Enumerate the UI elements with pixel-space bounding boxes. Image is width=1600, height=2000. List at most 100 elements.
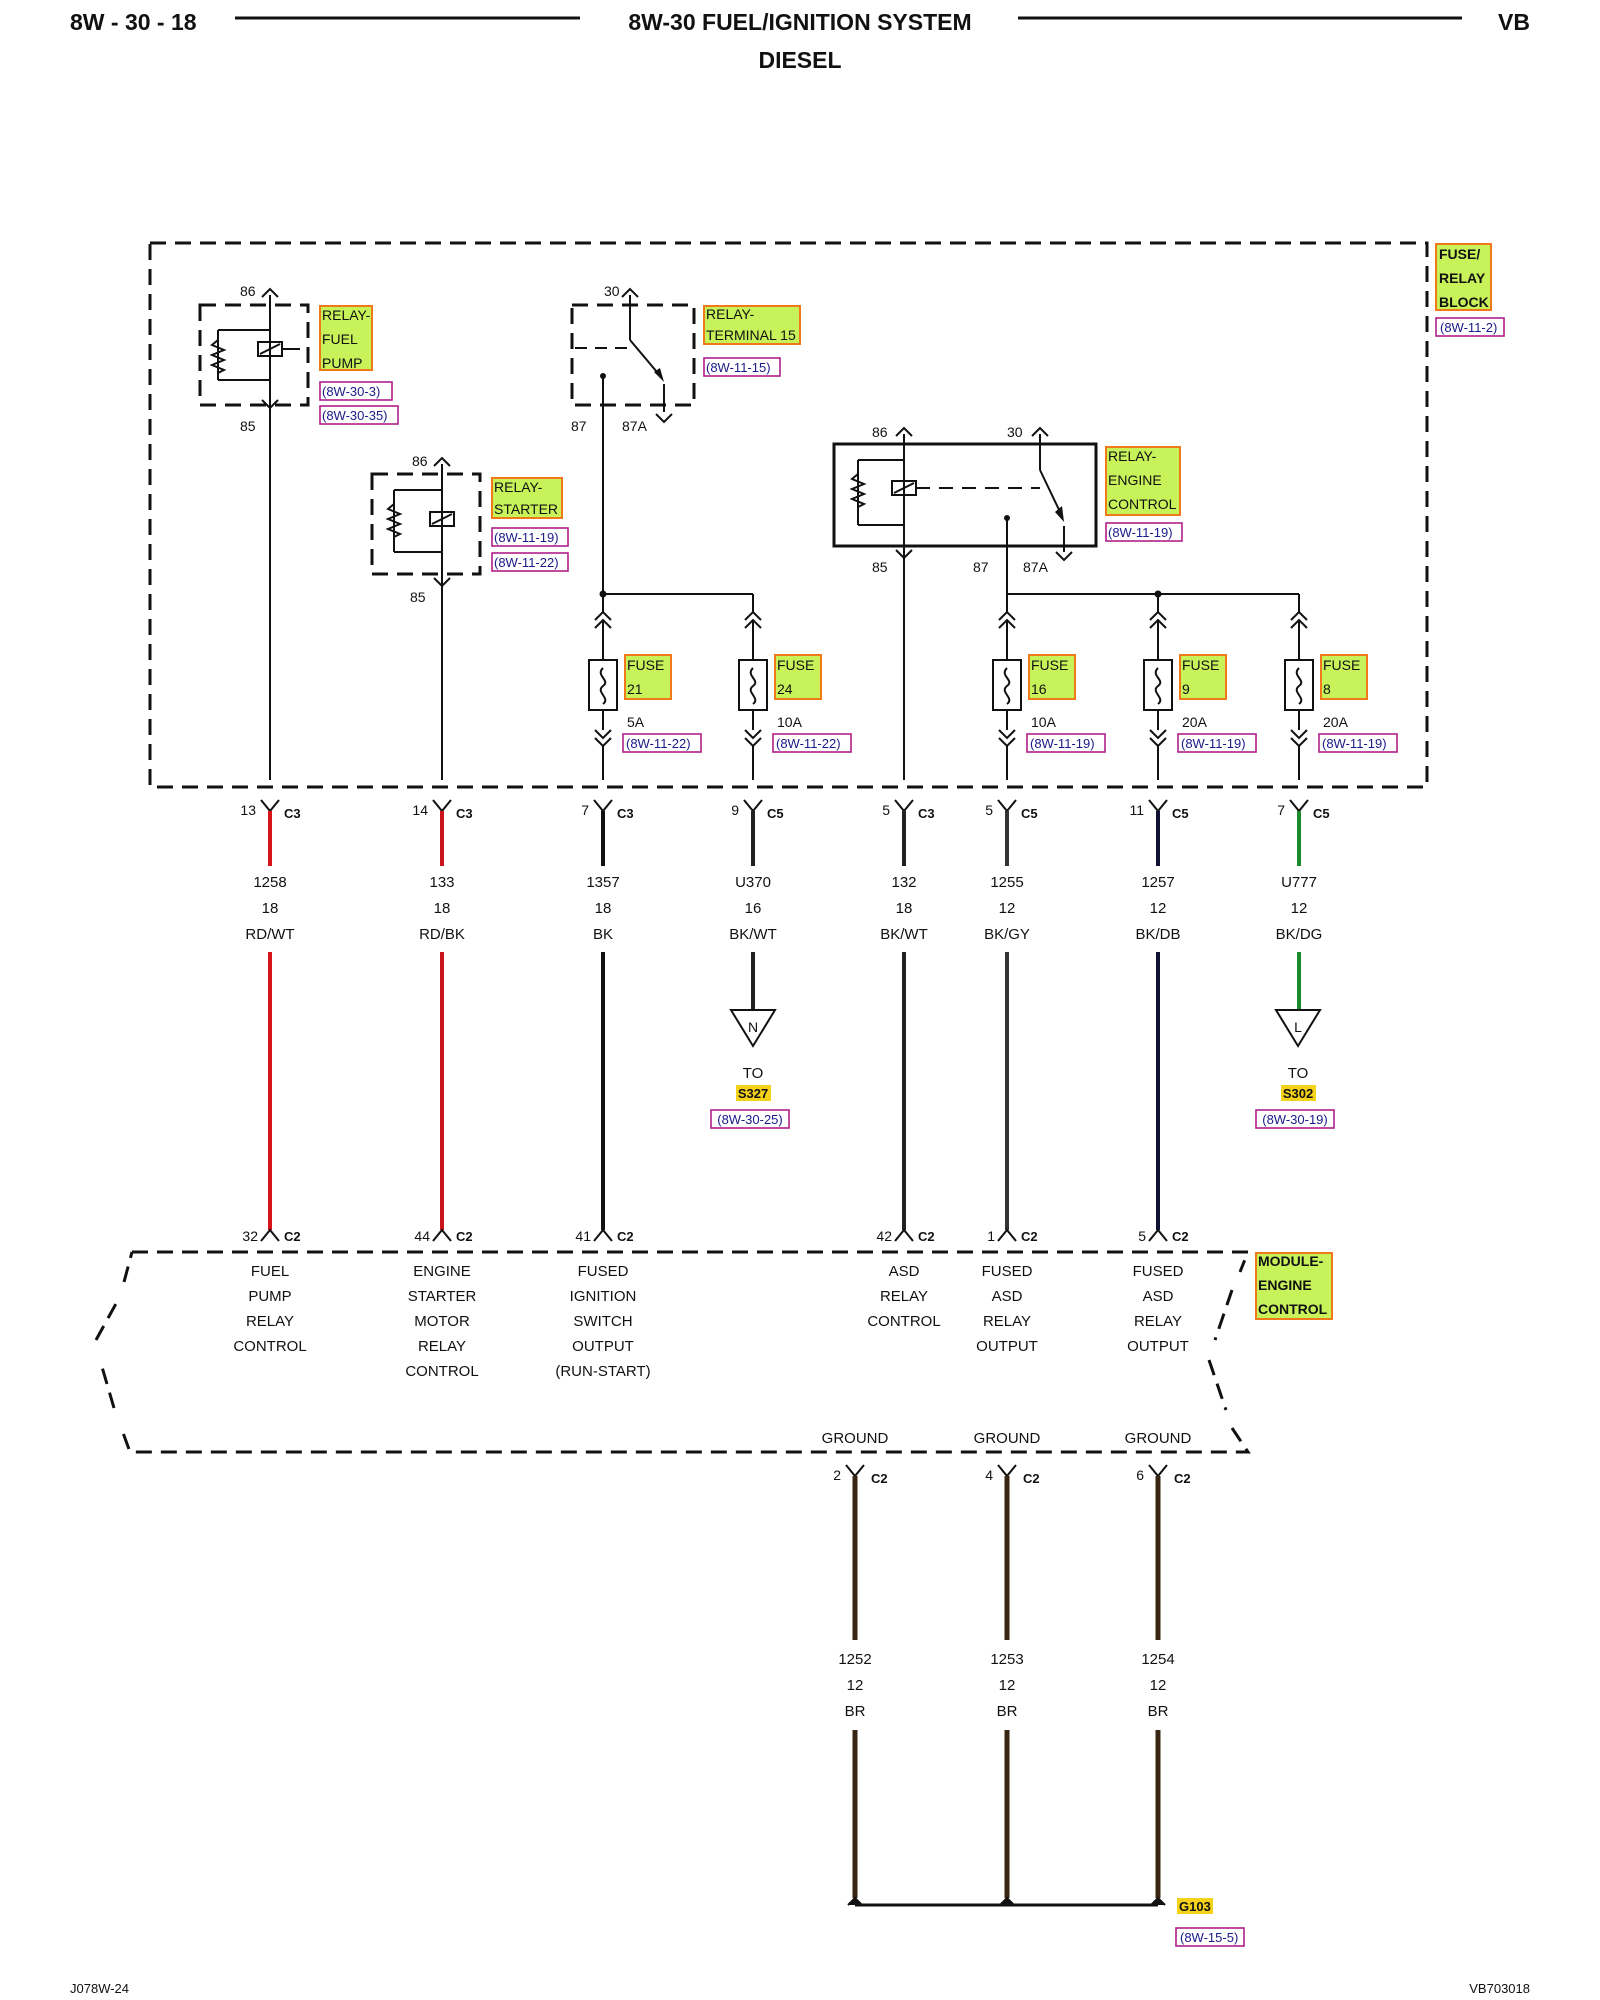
module-function-label: RELAY <box>246 1313 294 1330</box>
ground-point-id: G103 <box>1179 1899 1211 1914</box>
fuse-relay-block-label-2: RELAY <box>1439 270 1486 286</box>
pin-label: 85 <box>410 589 426 605</box>
connector-pin: 14 <box>412 802 428 818</box>
module-function-label: CONTROL <box>233 1338 306 1355</box>
ref-box <box>1177 733 1257 753</box>
fuse-rating: 20A <box>1323 714 1349 730</box>
connector-id: C2 <box>456 1229 473 1244</box>
wire-gauge: 16 <box>745 900 762 917</box>
wire-gauge: 12 <box>1150 900 1167 917</box>
ground-id-highlight <box>1177 1898 1213 1914</box>
splice-letter: L <box>1294 1019 1302 1035</box>
splice-to: TO <box>743 1065 764 1082</box>
module-function-label: FUEL <box>251 1263 289 1280</box>
splice-id-highlight <box>736 1085 771 1101</box>
fuse-label: FUSE <box>627 657 664 673</box>
fuse-ref[interactable]: (8W-11-19) <box>1181 736 1246 751</box>
pin-label: 86 <box>872 424 888 440</box>
wire-color: BK/WT <box>880 926 928 943</box>
relay-fuel-pump-label-3: PUMP <box>322 355 362 371</box>
wire-gauge: 12 <box>1291 900 1308 917</box>
wire-circuit: 1258 <box>253 874 286 891</box>
fuse-ref[interactable]: (8W-11-19) <box>1322 736 1387 751</box>
relay-engine-control-label-3: CONTROL <box>1108 496 1177 512</box>
splice-ref[interactable]: (8W-30-19) <box>1262 1112 1328 1127</box>
relay-fuel-pump-ref-2[interactable]: (8W-30-35) <box>322 408 388 423</box>
relay-label-highlight <box>703 305 801 345</box>
connector-pin: 5 <box>882 802 890 818</box>
pin-label: 85 <box>872 559 888 575</box>
wire-color: RD/WT <box>245 926 294 943</box>
module-function-label: FUSED <box>578 1263 629 1280</box>
relay-starter-ref-2[interactable]: (8W-11-22) <box>494 555 559 570</box>
fuse-label: FUSE <box>1182 657 1219 673</box>
connector-pin: 9 <box>731 802 739 818</box>
ref-box <box>710 1109 790 1129</box>
connector-pin: 7 <box>1277 802 1285 818</box>
ref-box <box>1255 1109 1335 1129</box>
wire-color: BK/GY <box>984 926 1030 943</box>
connector-pin: 5 <box>985 802 993 818</box>
model-code: VB <box>1498 9 1530 35</box>
module-function-label: FUSED <box>1133 1263 1184 1280</box>
ref-box <box>491 552 569 572</box>
wire-circuit: 132 <box>891 874 916 891</box>
ground-tie <box>999 1896 1015 1906</box>
fuse-relay-block-ref[interactable]: (8W-11-2) <box>1440 320 1497 335</box>
fuse-label-highlight <box>1028 654 1076 700</box>
module-function-label: RELAY <box>418 1338 466 1355</box>
ground-label: GROUND <box>1125 1430 1192 1447</box>
fuse-ref[interactable]: (8W-11-19) <box>1030 736 1095 751</box>
module-label-3: CONTROL <box>1258 1301 1328 1317</box>
ground-point-ref[interactable]: (8W-15-5) <box>1180 1930 1238 1945</box>
relay-engine-control-ref[interactable]: (8W-11-19) <box>1108 525 1173 540</box>
fuse-rating: 10A <box>777 714 803 730</box>
ref-box <box>1435 317 1505 337</box>
fuse-ref[interactable]: (8W-11-22) <box>776 736 841 751</box>
relay-starter-ref-1[interactable]: (8W-11-19) <box>494 530 559 545</box>
pin-label: 87A <box>1023 559 1049 575</box>
fuse-number: 24 <box>777 681 793 697</box>
module-function-label: RELAY <box>983 1313 1031 1330</box>
module-function-label: PUMP <box>248 1288 291 1305</box>
splice-ref[interactable]: (8W-30-25) <box>717 1112 783 1127</box>
fuse-ref[interactable]: (8W-11-22) <box>626 736 691 751</box>
wire-circuit: 1253 <box>990 1651 1023 1668</box>
engine-control-bus <box>1006 570 1300 612</box>
module-function-label: OUTPUT <box>1127 1338 1189 1355</box>
pin-label: 87 <box>571 418 587 434</box>
page-number: 8W - 30 - 18 <box>70 9 197 35</box>
fuse-rating: 10A <box>1031 714 1057 730</box>
wire-circuit: 1254 <box>1141 1651 1174 1668</box>
relay-terminal15-ref[interactable]: (8W-11-15) <box>706 360 771 375</box>
connector-pin: 4 <box>985 1467 993 1483</box>
module-function-label: ASD <box>889 1263 920 1280</box>
connector-id: C3 <box>918 806 935 821</box>
relay-terminal15-label-1: RELAY- <box>706 306 755 322</box>
module-function-label: IGNITION <box>570 1288 637 1305</box>
module-function-label: OUTPUT <box>976 1338 1038 1355</box>
relay-fuel-pump-ref-1[interactable]: (8W-30-3) <box>322 384 380 399</box>
connector-id: C5 <box>1172 806 1189 821</box>
